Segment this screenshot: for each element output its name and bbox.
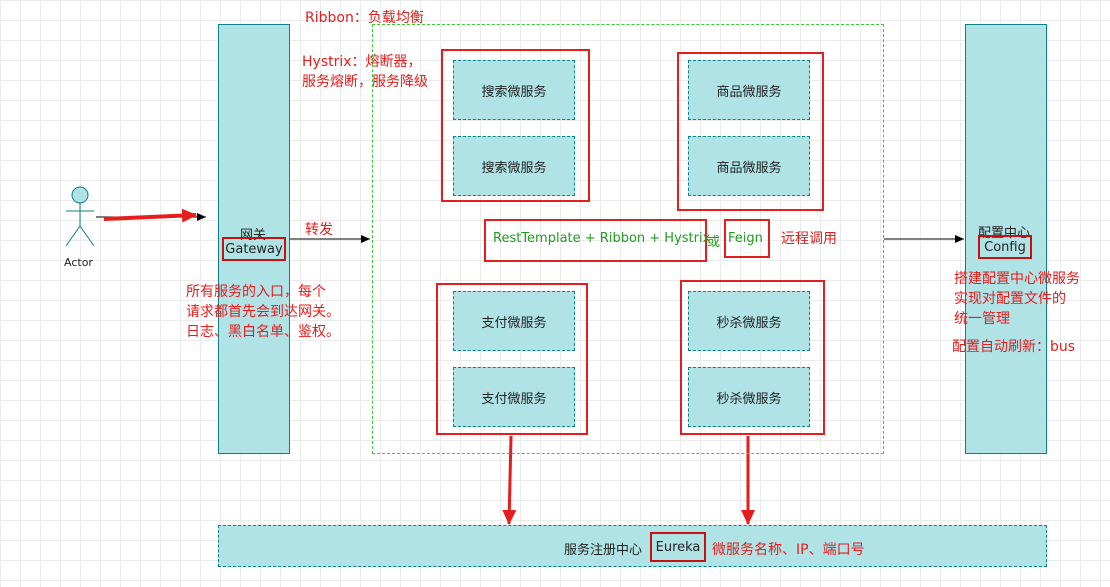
payment-service-group: [436, 283, 588, 435]
config-tag: Config: [978, 235, 1032, 259]
search-service-2[interactable]: 搜索微服务: [453, 136, 575, 196]
gateway-note-line-1: 所有服务的入口，每个: [186, 284, 326, 300]
config-note: 搭建配置中心微服务 实现对配置文件的 统一管理: [954, 269, 1080, 329]
hystrix-note: Hystrix：熔断器， 服务熔断，服务降级: [302, 52, 428, 92]
payment-service-2[interactable]: 支付微服务: [453, 367, 575, 427]
registry-note: 微服务名称、IP、端口号: [712, 542, 865, 558]
actor-figure-icon: [65, 186, 95, 247]
config-refresh-note: 配置自动刷新：bus: [952, 339, 1076, 355]
hystrix-note-line-1: Hystrix：熔断器，: [302, 54, 422, 70]
remote-call-label: 远程调用: [781, 231, 837, 247]
search-service-group: [441, 49, 590, 202]
registry-center-box[interactable]: [218, 525, 1047, 567]
config-note-line-3: 统一管理: [954, 311, 1010, 327]
gateway-note-line-3: 日志、黑白名单、鉴权。: [186, 324, 340, 340]
remote-call-stack-box: [484, 219, 707, 262]
gateway-note-line-2: 请求都首先会到达网关。: [186, 304, 340, 320]
forward-label: 转发: [305, 222, 333, 238]
config-note-line-1: 搭建配置中心微服务: [954, 271, 1080, 287]
feign-box: [724, 219, 770, 258]
actor-request-red-arrow: [103, 208, 197, 223]
remote-call-or: 或: [707, 235, 721, 250]
seckill-service-2[interactable]: 秒杀微服务: [688, 367, 810, 427]
seckill-service-group: [680, 280, 825, 435]
gateway-note: 所有服务的入口，每个 请求都首先会到达网关。 日志、黑白名单、鉴权。: [186, 282, 340, 342]
payment-service-1[interactable]: 支付微服务: [453, 291, 575, 351]
product-service-group: [677, 52, 824, 211]
actor-label: Actor: [64, 256, 93, 269]
gateway-title: 网关: [240, 228, 267, 243]
ribbon-note: Ribbon：负载均衡: [305, 10, 424, 26]
seckill-service-1[interactable]: 秒杀微服务: [688, 291, 810, 351]
payment-register-arrow: [502, 435, 517, 525]
registry-title: 服务注册中心: [564, 543, 643, 558]
feign-label: Feign: [728, 231, 763, 246]
microservice-cluster: [372, 24, 884, 454]
search-service-1[interactable]: 搜索微服务: [453, 60, 575, 120]
gateway-box[interactable]: [218, 24, 290, 454]
config-title: 配置中心: [978, 226, 1031, 241]
hystrix-note-line-2: 服务熔断，服务降级: [302, 74, 428, 90]
gateway-tag: Gateway: [222, 237, 286, 261]
config-note-line-2: 实现对配置文件的: [954, 291, 1066, 307]
remote-call-stack: RestTemplate + Ribbon + Hystrix: [493, 231, 711, 246]
product-service-2[interactable]: 商品微服务: [688, 136, 810, 196]
product-service-1[interactable]: 商品微服务: [688, 60, 810, 120]
registry-tag: Eureka: [650, 532, 706, 562]
